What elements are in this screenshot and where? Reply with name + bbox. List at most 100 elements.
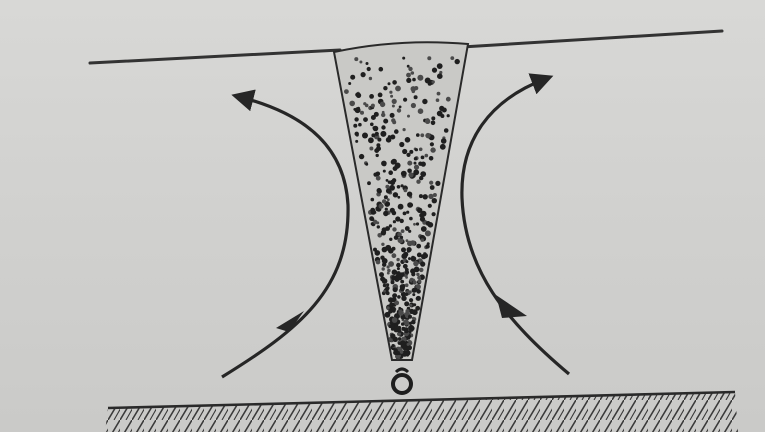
plume-particle (416, 222, 419, 225)
plume-particle (393, 192, 398, 197)
plume-particle (414, 267, 420, 273)
plume-particle (386, 283, 389, 286)
plume-particle (420, 262, 425, 267)
plume-particle (421, 226, 427, 232)
plume-particle (425, 119, 430, 124)
plume-particle (371, 209, 376, 214)
plume-particle (428, 194, 433, 199)
plume-particle (440, 144, 446, 150)
plume-particle (414, 288, 418, 292)
plume-particle (362, 133, 368, 139)
plume-particle (391, 118, 395, 122)
plume-particle (419, 148, 423, 152)
plume-particle (369, 147, 373, 151)
plume-particle (354, 117, 358, 121)
plume-particle (392, 227, 396, 231)
plume-particle (366, 62, 369, 65)
plume-particle (400, 272, 405, 277)
plume-particle (432, 80, 435, 83)
plume-particle (379, 67, 384, 72)
plume-particle (413, 223, 416, 226)
plume-particle (378, 93, 383, 98)
plume-particle (355, 140, 358, 143)
plume-particle (421, 162, 426, 167)
plume-particle (432, 212, 436, 216)
descending-plume (334, 42, 468, 360)
plume-particle (405, 260, 408, 263)
plume-particle (399, 142, 404, 147)
plume-particle (367, 67, 371, 71)
plume-particle (376, 176, 381, 181)
plume-particle (414, 95, 418, 99)
left-circulation-arrow (222, 97, 348, 377)
plume-particle (371, 133, 375, 137)
plume-particle (376, 143, 380, 147)
plume-particle (410, 328, 414, 332)
plume-particle (436, 98, 440, 102)
plume-particle (387, 198, 390, 201)
plume-particle (417, 75, 423, 81)
plume-particle (377, 225, 380, 228)
plume-particle (455, 59, 460, 64)
plume-particle (371, 115, 376, 120)
plume-particle (404, 189, 408, 193)
plume-particle (400, 284, 405, 289)
plume-particle (437, 92, 441, 96)
plume-particle (403, 264, 408, 269)
plume-particle (397, 295, 401, 299)
plume-particle (408, 67, 412, 71)
plume-particle (385, 185, 389, 189)
plume-particle (382, 278, 388, 284)
plume-particle (414, 162, 417, 165)
plume-particle (409, 150, 413, 154)
plume-particle (413, 280, 417, 284)
plume-particle (383, 284, 386, 287)
plume-particle (418, 280, 422, 284)
plume-particle (373, 173, 377, 177)
plume-particle (428, 222, 434, 228)
plume-particle (432, 68, 437, 73)
plume-particle (416, 296, 421, 301)
plume-particle (383, 170, 386, 173)
plume-particle (393, 220, 396, 223)
plume-particle (435, 181, 440, 186)
plume-particle (381, 161, 387, 167)
plume-particle (408, 230, 411, 233)
plume-particle (385, 286, 389, 290)
plume-particle (376, 154, 379, 157)
plume-particle (417, 276, 421, 280)
plume-particle (387, 272, 390, 275)
plume-particle (363, 117, 368, 122)
plume-particle (398, 310, 404, 316)
plume-particle (404, 301, 409, 306)
plume-particle (447, 114, 450, 117)
plume-particle (446, 97, 451, 102)
plume-particle (397, 108, 401, 112)
plume-particle (353, 124, 357, 128)
plume-particle (406, 73, 411, 78)
plume-particle (344, 89, 349, 94)
plume-particle (349, 101, 355, 107)
plume-particle (408, 172, 413, 177)
plume-particle (441, 138, 447, 144)
plume-particle (381, 125, 385, 129)
plume-particle (398, 307, 401, 310)
plume-particle (377, 188, 382, 193)
plume-particle (401, 171, 407, 177)
plume-particle (382, 111, 385, 114)
plume-particle (383, 119, 388, 124)
plume-particle (405, 137, 411, 143)
plume-particle (416, 180, 420, 184)
plume-particle (437, 111, 443, 117)
plume-particle (405, 293, 408, 296)
plume-particle (394, 301, 399, 306)
plume-particle (412, 293, 415, 296)
plume-particle (373, 220, 377, 224)
plume-particle (416, 244, 421, 249)
plume-particle (397, 185, 401, 189)
plume-particle (400, 350, 403, 353)
plume-particle (433, 193, 437, 197)
ground-surface-hatching (105, 392, 738, 432)
plume-particle (381, 230, 386, 235)
plume-particle (401, 184, 404, 187)
